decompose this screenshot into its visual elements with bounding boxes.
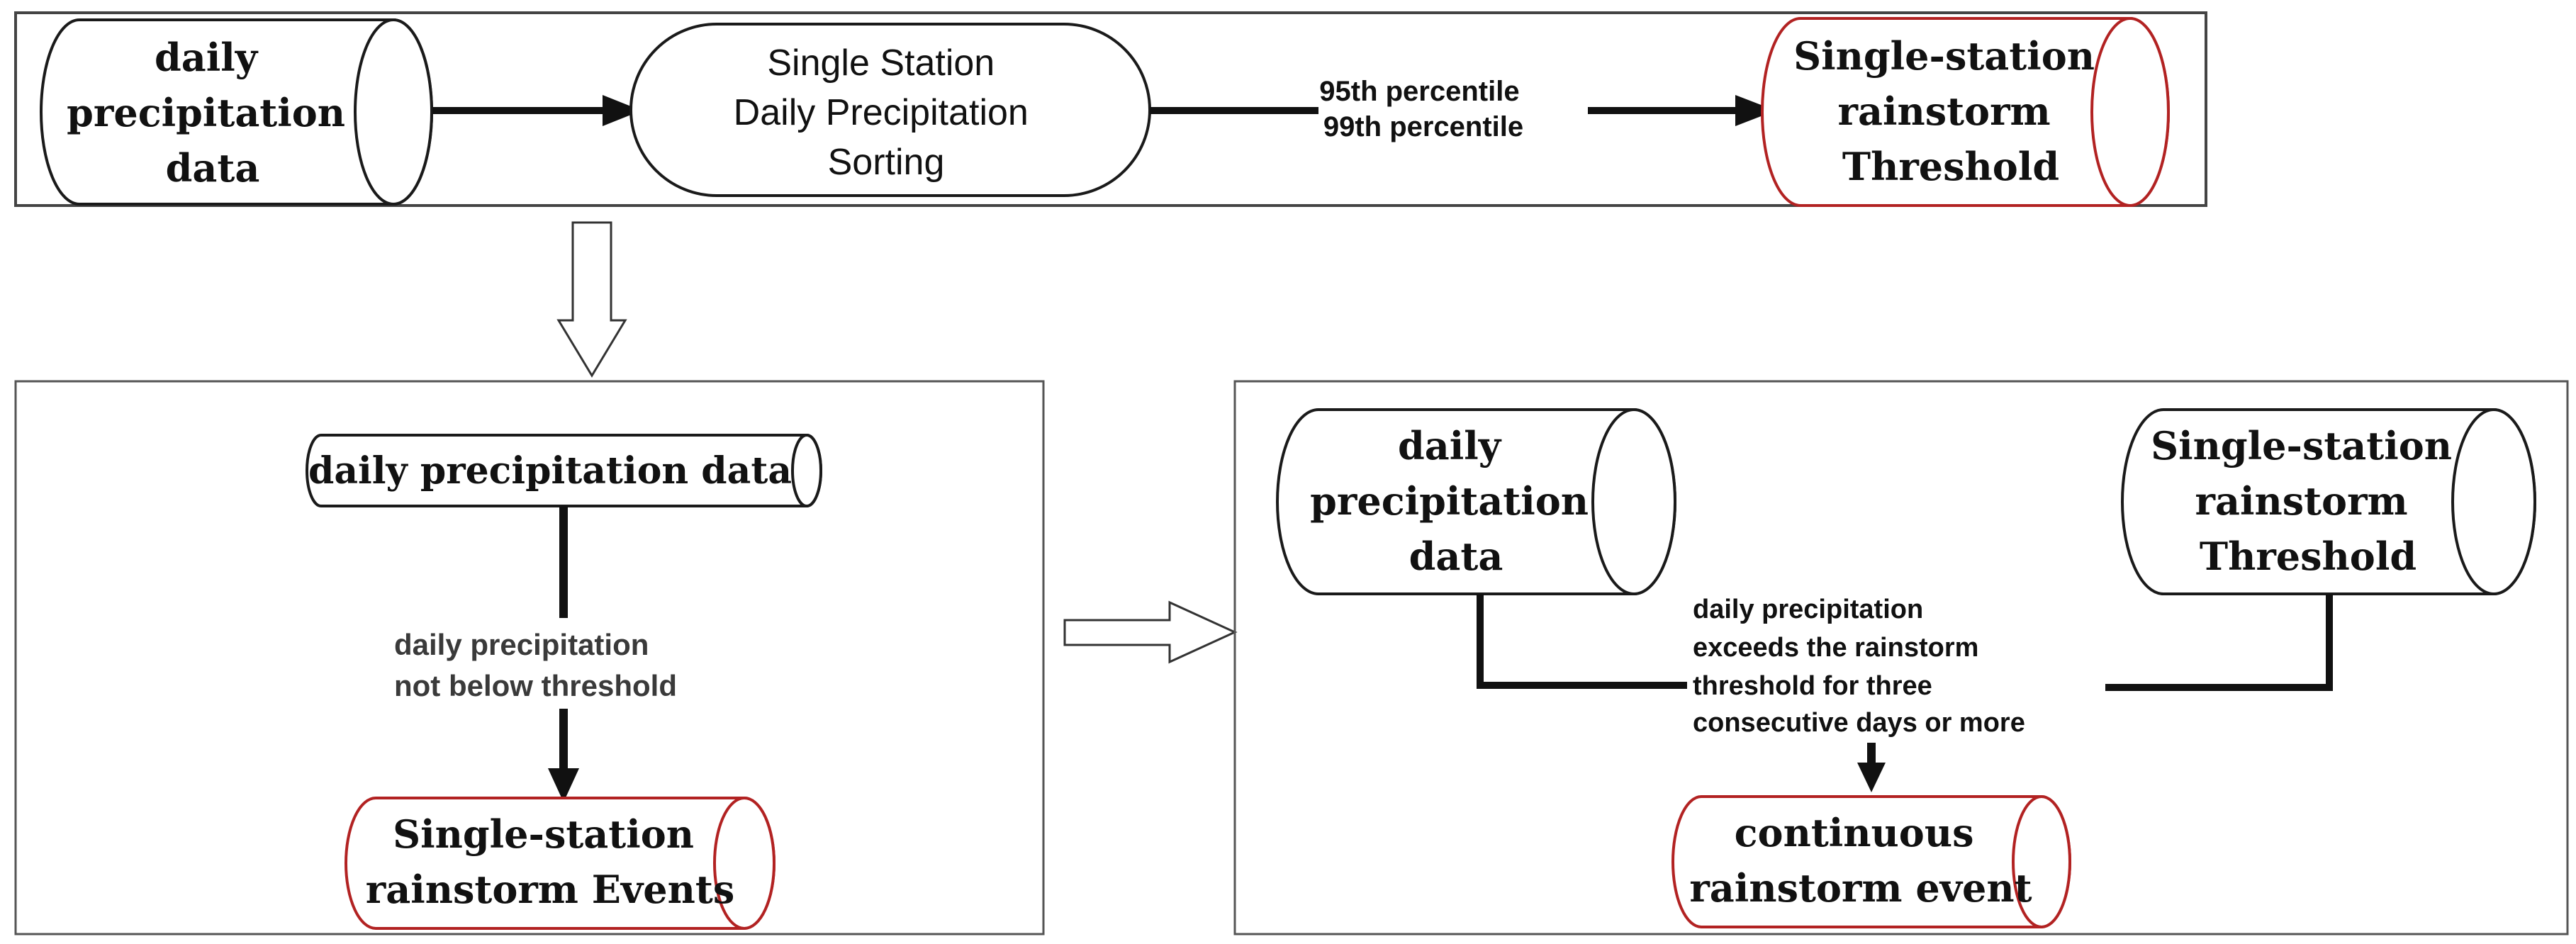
top-threshold-line-3: Threshold [1842,144,2059,189]
top-arrow-input-to-sorting [432,95,642,126]
svg-text:daily precipitation: daily precipitation data [1310,423,1602,579]
right-merge-connectors [1477,594,2333,792]
continuous-event-line-1: continuous [1735,810,1974,855]
svg-text:Single Station Daily Pre: Single Station Daily Precipitation Sorti… [734,43,1039,183]
svg-text:continuous rainstorm eve: continuous rainstorm event [1689,810,2032,911]
right-condition-line-4: consecutive days or more [1693,708,2025,738]
percentile-label-line-1: 95th percentile [1319,76,1519,107]
left-events-line-2: rainstorm Events [366,867,734,912]
left-events-cylinder: Single-station rainstorm Events [345,797,775,930]
right-threshold-line-3: Threshold [2200,534,2417,579]
continuous-event-line-2: rainstorm event [1689,865,2032,911]
left-flow-arrow [548,506,579,802]
percentile-label-line-2: 99th percentile [1323,111,1523,142]
left-input-cylinder: daily precipitation data [306,434,822,507]
right-condition-line-3: threshold for three [1693,671,1932,701]
right-input-line-1: daily [1398,423,1502,468]
svg-text:Single-station rainstorm: Single-station rainstorm Threshold [1793,33,2108,189]
right-input-cylinder: daily precipitation data [1276,408,1676,595]
continuous-event-cylinder: continuous rainstorm event [1671,795,2071,928]
right-condition-label: daily precipitation exceeds the rainstor… [1693,595,2025,738]
top-threshold-line-2: rainstorm [1838,89,2051,134]
top-input-cylinder: daily precipitation data [40,18,433,206]
right-panel [1233,380,2569,935]
left-input-cylinder-label: daily precipitation data [308,449,792,493]
top-arrow-sorting-to-threshold [1150,95,1776,126]
top-input-cylinder-line-2: precipitation [67,90,345,135]
top-threshold-cylinder: Single-station rainstorm Threshold [1761,17,2170,207]
right-condition-line-2: exceeds the rainstorm [1693,633,1978,663]
percentile-label: 95th percentile 99th percentile [1319,76,1527,142]
left-condition-line-1: daily precipitation [394,628,649,661]
svg-text:Single-station rainstorm: Single-station rainstorm Threshold [2151,423,2465,579]
right-threshold-line-1: Single-station [2151,423,2452,468]
top-row-panel [14,11,2207,207]
left-panel [14,380,1045,935]
sorting-process-terminal: Single Station Daily Precipitation Sorti… [629,23,1151,197]
right-threshold-line-2: rainstorm [2195,478,2408,524]
right-threshold-cylinder: Single-station rainstorm Threshold [2121,408,2536,595]
left-condition-line-2: not below threshold [394,669,677,702]
top-input-cylinder-line-1: daily [155,35,259,80]
left-condition-label: daily precipitation not below threshold [394,628,677,702]
sorting-terminal-line-1: Single Station [767,43,995,84]
right-condition-line-1: daily precipitation [1693,595,1923,624]
svg-text:Single-station rainstorm: Single-station rainstorm Events [366,811,734,912]
right-input-line-2: precipitation [1310,478,1589,524]
left-events-line-1: Single-station [393,811,694,857]
right-input-line-3: data [1409,534,1503,579]
sorting-terminal-line-2: Daily Precipitation [734,92,1029,133]
top-threshold-line-1: Single-station [1793,33,2095,79]
hollow-down-arrow [556,221,627,378]
top-input-cylinder-line-3: data [166,145,260,191]
hollow-right-arrow [1063,600,1238,664]
sorting-terminal-line-3: Sorting [828,142,945,183]
svg-text:daily precipitation: daily precipitation data [67,35,359,191]
